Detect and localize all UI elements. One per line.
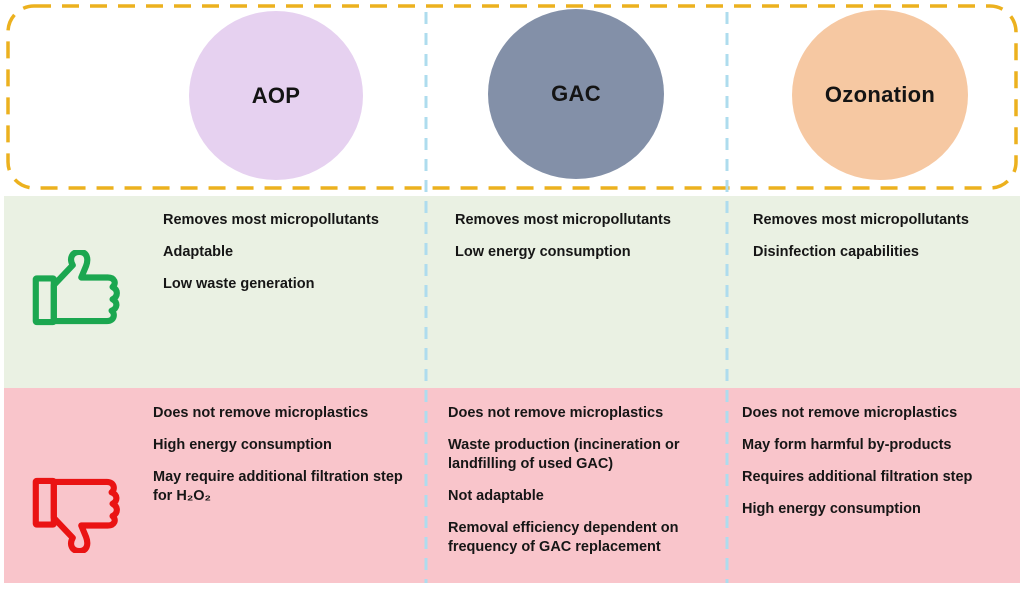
con-item: Not adaptable (448, 488, 544, 504)
pro-item: Removes most micropollutants (753, 212, 969, 228)
con-item: Removal efficiency dependent on frequenc… (448, 520, 679, 555)
pro-item: Disinfection capabilities (753, 244, 919, 260)
method-label-ozonation: Ozonation (824, 82, 936, 107)
pro-item: Removes most micropollutants (163, 212, 379, 228)
header-dashed-border (6, 4, 1018, 190)
method-circle-gac: GAC (488, 9, 664, 179)
pros-list-gac: Removes most micropollutants Low energy … (455, 211, 721, 275)
con-item: High energy consumption (153, 437, 332, 453)
con-item: Waste production (incineration or landfi… (448, 437, 680, 472)
con-item: Does not remove microplastics (153, 405, 369, 421)
pros-list-ozonation: Removes most micropollutants Disinfectio… (753, 211, 1019, 275)
method-label-gac: GAC (551, 81, 601, 106)
cons-list-ozonation: Does not remove microplastics May form h… (742, 404, 1008, 532)
pro-item: Adaptable (163, 244, 234, 260)
con-item: May require additional filtration step f… (153, 469, 403, 504)
cons-list-aop: Does not remove microplastics High energ… (153, 404, 419, 519)
con-item: Requires additional filtration step (742, 469, 973, 485)
cons-list-gac: Does not remove microplastics Waste prod… (448, 404, 714, 570)
cons-band-background (4, 388, 1020, 583)
thumbs-down-icon (32, 477, 120, 553)
pro-item: Low waste generation (163, 276, 315, 292)
pros-list-aop: Removes most micropollutants Adaptable L… (163, 211, 429, 307)
pros-band-background (4, 196, 1020, 388)
method-circle-ozonation: Ozonation (792, 10, 968, 180)
con-item: May form harmful by-products (742, 437, 952, 453)
method-circle-aop: AOP (189, 11, 363, 180)
con-item: Does not remove microplastics (742, 405, 958, 421)
con-item: Does not remove microplastics (448, 405, 664, 421)
pro-item: Low energy consumption (455, 244, 631, 260)
pro-item: Removes most micropollutants (455, 212, 671, 228)
thumbs-up-icon (32, 250, 120, 326)
con-item: High energy consumption (742, 501, 921, 517)
method-label-aop: AOP (251, 82, 301, 108)
